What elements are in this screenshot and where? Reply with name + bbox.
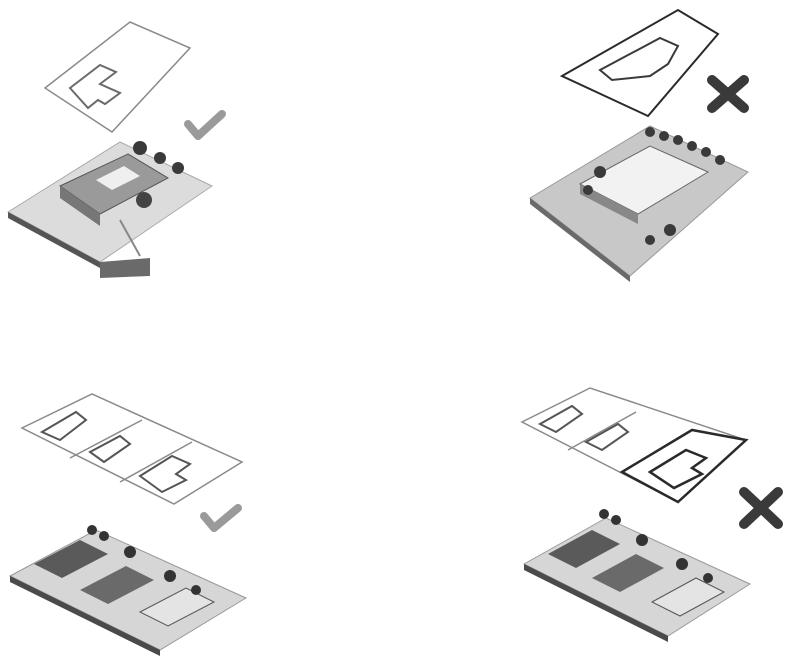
tree (133, 141, 147, 155)
plan-sheet (45, 22, 190, 132)
tree (154, 152, 166, 164)
cross-mark-icon (712, 80, 744, 108)
panel-1-illustration (0, 0, 260, 290)
panel-4-illustration (510, 380, 787, 658)
plan-sheet-row (22, 394, 242, 504)
panel-single-plot-mismatch (500, 0, 787, 290)
panel-three-plots-mismatch (510, 380, 787, 658)
check-mark-icon (188, 114, 222, 136)
road-strip (100, 258, 150, 278)
panel-2-illustration (500, 0, 787, 290)
check-mark-icon (204, 508, 238, 528)
panel-three-plots-fit (0, 380, 260, 658)
plan-sheet-row (522, 388, 746, 502)
cross-mark-icon (744, 492, 778, 524)
tree (136, 192, 152, 208)
tree (172, 162, 184, 174)
panel-3-illustration (0, 380, 260, 658)
plan-sheet (562, 10, 718, 116)
panel-single-plot-fits (0, 0, 260, 290)
